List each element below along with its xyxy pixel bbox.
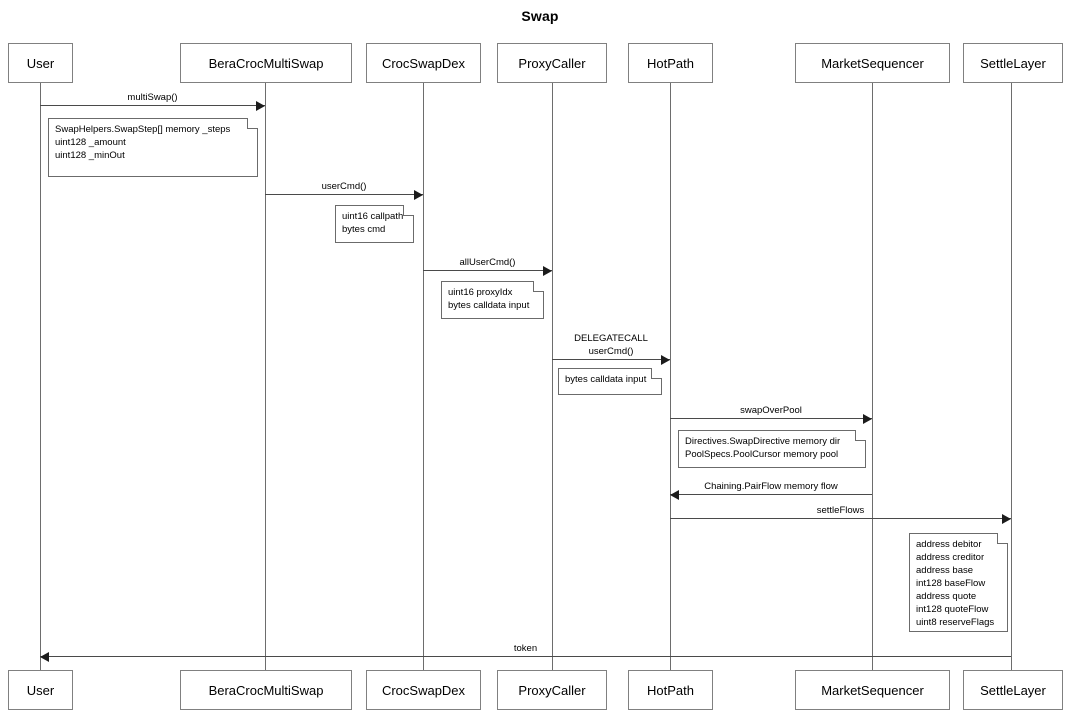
note-line: uint128 _amount <box>55 137 126 148</box>
participant-header-settlelayer[interactable]: SettleLayer <box>963 43 1063 83</box>
participant-label: MarketSequencer <box>821 55 924 71</box>
message-label: allUserCmd() <box>459 257 516 268</box>
participant-footer-beracrocmultiswap[interactable]: BeraCrocMultiSwap <box>180 670 352 710</box>
participant-label: User <box>26 55 55 71</box>
message-line <box>40 105 265 106</box>
participant-header-crocswapdex[interactable]: CrocSwapDex <box>366 43 481 83</box>
page-title: Swap <box>521 8 559 24</box>
participant-header-proxycaller[interactable]: ProxyCaller <box>497 43 607 83</box>
participant-label: SettleLayer <box>980 55 1046 71</box>
note-n3: uint16 proxyIdx bytes calldata input <box>441 281 544 319</box>
lifeline-settlelayer <box>1011 83 1012 670</box>
note-fold-corner-icon <box>533 281 544 292</box>
note-n4: bytes calldata input <box>558 368 662 395</box>
participant-label: HotPath <box>647 682 694 698</box>
arrow-head-left <box>40 652 49 662</box>
message-label: Chaining.PairFlow memory flow <box>704 481 838 492</box>
message-label: userCmd() <box>321 181 367 192</box>
note-line: SwapHelpers.SwapStep[] memory _steps <box>55 124 231 135</box>
note-fold-corner-icon <box>247 118 258 129</box>
note-line: bytes calldata input <box>448 300 530 311</box>
note-line: address quote <box>916 591 977 602</box>
message-label: swapOverPool <box>740 405 802 416</box>
note-fold-corner-icon <box>855 430 866 441</box>
message-line <box>552 359 670 360</box>
lifeline-crocswapdex <box>423 83 424 670</box>
note-fold-corner-icon <box>997 533 1008 544</box>
note-line: uint16 callpath <box>342 211 404 222</box>
arrow-head-right <box>414 190 423 200</box>
message-label-stereotype: DELEGATECALL <box>574 333 648 344</box>
note-line: bytes calldata input <box>565 374 647 385</box>
lifeline-user <box>40 83 41 670</box>
participant-label: BeraCrocMultiSwap <box>208 682 324 698</box>
message-line <box>40 656 1011 657</box>
participant-header-user[interactable]: User <box>8 43 73 83</box>
arrow-head-right <box>661 355 670 365</box>
note-line: PoolSpecs.PoolCursor memory pool <box>685 449 839 460</box>
note-line: uint128 _minOut <box>55 150 125 161</box>
note-line: int128 quoteFlow <box>916 604 989 615</box>
lifeline-proxycaller <box>552 83 553 670</box>
note-line: address base <box>916 565 974 576</box>
participant-footer-settlelayer[interactable]: SettleLayer <box>963 670 1063 710</box>
participant-header-marketsequencer[interactable]: MarketSequencer <box>795 43 950 83</box>
participant-label: User <box>26 682 55 698</box>
participant-label: BeraCrocMultiSwap <box>208 55 324 71</box>
message-line <box>670 518 1011 519</box>
participant-label: ProxyCaller <box>518 55 586 71</box>
note-n2: uint16 callpath bytes cmd <box>335 205 414 243</box>
note-fold-corner-icon <box>403 205 414 216</box>
participant-footer-user[interactable]: User <box>8 670 73 710</box>
note-line: Directives.SwapDirective memory dir <box>685 436 841 447</box>
lifeline-marketsequencer <box>872 83 873 670</box>
participant-label: CrocSwapDex <box>381 55 466 71</box>
participant-label: MarketSequencer <box>821 682 924 698</box>
arrow-head-right <box>863 414 872 424</box>
note-fold-corner-icon <box>651 368 662 379</box>
participant-footer-marketsequencer[interactable]: MarketSequencer <box>795 670 950 710</box>
arrow-head-right <box>1002 514 1011 524</box>
note-line: int128 baseFlow <box>916 578 986 589</box>
participant-footer-proxycaller[interactable]: ProxyCaller <box>497 670 607 710</box>
note-line: uint8 reserveFlags <box>916 617 995 628</box>
participant-label: HotPath <box>647 55 694 71</box>
message-line <box>265 194 423 195</box>
message-label: settleFlows <box>816 505 865 516</box>
participant-header-beracrocmultiswap[interactable]: BeraCrocMultiSwap <box>180 43 352 83</box>
participant-label: CrocSwapDex <box>381 682 466 698</box>
arrow-head-left <box>670 490 679 500</box>
message-label: token <box>513 643 538 654</box>
note-line: uint16 proxyIdx <box>448 287 513 298</box>
message-line <box>670 418 872 419</box>
participant-label: SettleLayer <box>980 682 1046 698</box>
lifeline-beracrocmultiswap <box>265 83 266 670</box>
note-line: bytes cmd <box>342 224 386 235</box>
participant-footer-crocswapdex[interactable]: CrocSwapDex <box>366 670 481 710</box>
participant-header-hotpath[interactable]: HotPath <box>628 43 713 83</box>
message-label: userCmd() <box>588 346 634 357</box>
message-line <box>423 270 552 271</box>
arrow-head-right <box>543 266 552 276</box>
message-label: multiSwap() <box>127 92 178 103</box>
arrow-head-right <box>256 101 265 111</box>
note-line: address creditor <box>916 552 985 563</box>
lifeline-hotpath <box>670 83 671 670</box>
participant-footer-hotpath[interactable]: HotPath <box>628 670 713 710</box>
note-line: address debitor <box>916 539 982 550</box>
message-line <box>670 494 872 495</box>
participant-label: ProxyCaller <box>518 682 586 698</box>
note-n6: address debitor address creditor address b… <box>909 533 1008 632</box>
